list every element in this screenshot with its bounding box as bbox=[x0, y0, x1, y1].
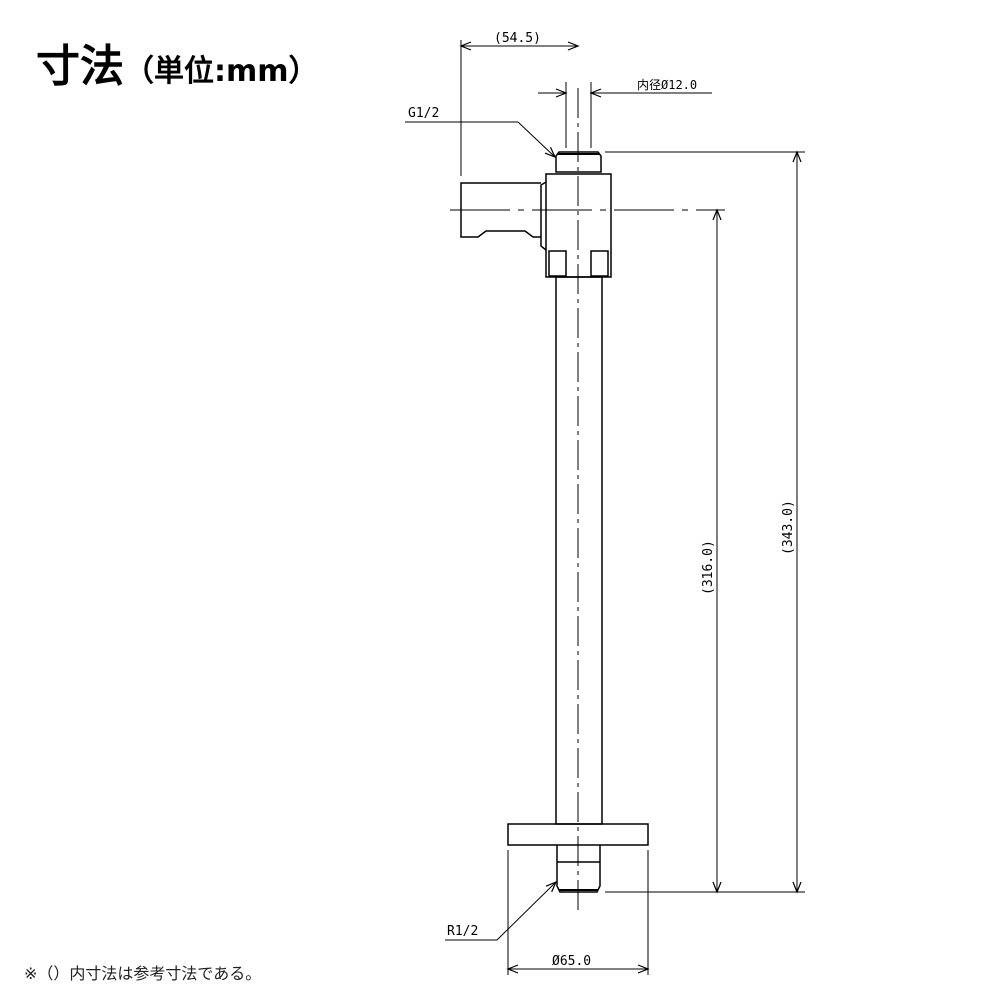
label-offset: (54.5) bbox=[494, 31, 541, 46]
label-flange-diameter: Ø65.0 bbox=[552, 954, 591, 969]
label-316: (316.0) bbox=[701, 540, 716, 595]
label-inner-diameter: 内径Ø12.0 bbox=[637, 78, 697, 92]
label-top-thread: G1/2 bbox=[408, 106, 439, 121]
bottom-thread bbox=[556, 845, 601, 893]
leader-g12 bbox=[405, 121, 557, 159]
top-thread-nut bbox=[555, 151, 602, 173]
flange bbox=[507, 823, 649, 846]
label-343: (343.0) bbox=[781, 500, 796, 555]
side-pipe bbox=[460, 181, 547, 251]
title-unit: （単位:mm） bbox=[124, 54, 319, 89]
body-notch bbox=[590, 250, 609, 277]
label-bottom-thread: R1/2 bbox=[447, 924, 478, 939]
pipe bbox=[555, 276, 603, 825]
title-main: 寸法 bbox=[36, 41, 124, 92]
body-notch bbox=[548, 250, 567, 277]
page-title: 寸法（単位:mm） bbox=[36, 30, 319, 94]
footnote: ※（）内寸法は参考寸法である。 bbox=[24, 964, 262, 983]
leader-r12 bbox=[445, 880, 558, 941]
